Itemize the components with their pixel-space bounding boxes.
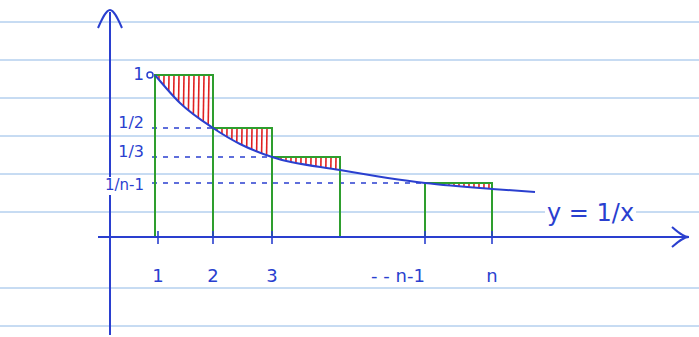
x-value-label: 1 [150, 266, 165, 287]
hatch-stroke [198, 76, 199, 135]
axis-arrowhead [98, 10, 122, 28]
x-value-label: - - n-1 [369, 266, 427, 287]
tick-mark [147, 72, 153, 78]
hatching [158, 76, 489, 243]
ruled-line [0, 60, 699, 61]
y-value-label: 1/3 [116, 143, 146, 161]
upper-rectangle [155, 75, 213, 237]
hatch-stroke [236, 129, 237, 188]
x-value-label: n [484, 266, 499, 287]
hatch-stroke [231, 129, 232, 188]
ruled-line [0, 326, 699, 327]
ruled-line [0, 288, 699, 289]
hatch-stroke [246, 129, 247, 188]
hatch-stroke [266, 129, 267, 188]
ruled-line [0, 22, 699, 23]
guide-line [152, 127, 213, 128]
guide-line [152, 182, 425, 183]
hatch-stroke [216, 129, 217, 188]
hatch-stroke [168, 76, 169, 135]
hatch-stroke [275, 158, 276, 217]
hatch-stroke [433, 184, 434, 243]
hatch-stroke [335, 158, 336, 217]
hatch-stroke [188, 76, 189, 135]
tick-mark [271, 231, 273, 244]
y-value-label: 1 [131, 65, 146, 85]
hatch-stroke [221, 129, 222, 188]
hatch-stroke [178, 76, 179, 135]
tick-mark [212, 231, 214, 244]
ruled-line [0, 136, 699, 137]
axis-arrowhead [672, 227, 689, 247]
hatch-stroke [290, 158, 291, 217]
hatch-stroke [295, 158, 296, 217]
y-value-label: 1/n-1 [103, 177, 146, 194]
hatch-stroke [330, 158, 331, 217]
hatch-stroke [310, 158, 311, 217]
hatch-stroke [468, 184, 469, 243]
hatch-stroke [256, 129, 257, 188]
ruled-line [0, 174, 699, 175]
ruled-line [0, 98, 699, 99]
hatch-stroke [488, 184, 489, 243]
x-value-label: 3 [264, 266, 279, 287]
hatch-stroke [251, 129, 252, 188]
tick-mark [491, 231, 493, 244]
function-label: y = 1/x [545, 200, 636, 228]
hatch-stroke [473, 184, 474, 243]
hatch-stroke [193, 76, 194, 135]
tick-mark [424, 231, 426, 244]
hatch-stroke [300, 158, 301, 217]
hatch-stroke [483, 184, 484, 243]
y-axis [109, 12, 111, 335]
hatch-stroke [305, 158, 306, 217]
hatch-stroke [448, 184, 449, 243]
hatch-stroke [453, 184, 454, 243]
hatch-stroke [463, 184, 464, 243]
hatch-stroke [478, 184, 479, 243]
tick-mark [157, 231, 159, 244]
hatch-stroke [438, 184, 439, 243]
hatch-stroke [158, 76, 159, 135]
hatch-stroke [443, 184, 444, 243]
hatch-stroke [241, 129, 242, 188]
hatch-stroke [428, 184, 429, 243]
hatch-stroke [173, 76, 174, 135]
hatch-stroke [285, 158, 286, 217]
y-value-label: 1/2 [116, 114, 146, 132]
x-axis [98, 236, 688, 238]
hyperbola-curve [155, 75, 535, 192]
hatch-stroke [280, 158, 281, 217]
upper-rectangle [425, 183, 492, 237]
hatch-stroke [203, 76, 204, 135]
x-value-label: 2 [205, 266, 220, 287]
hatch-stroke [458, 184, 459, 243]
hatch-stroke [261, 129, 262, 188]
